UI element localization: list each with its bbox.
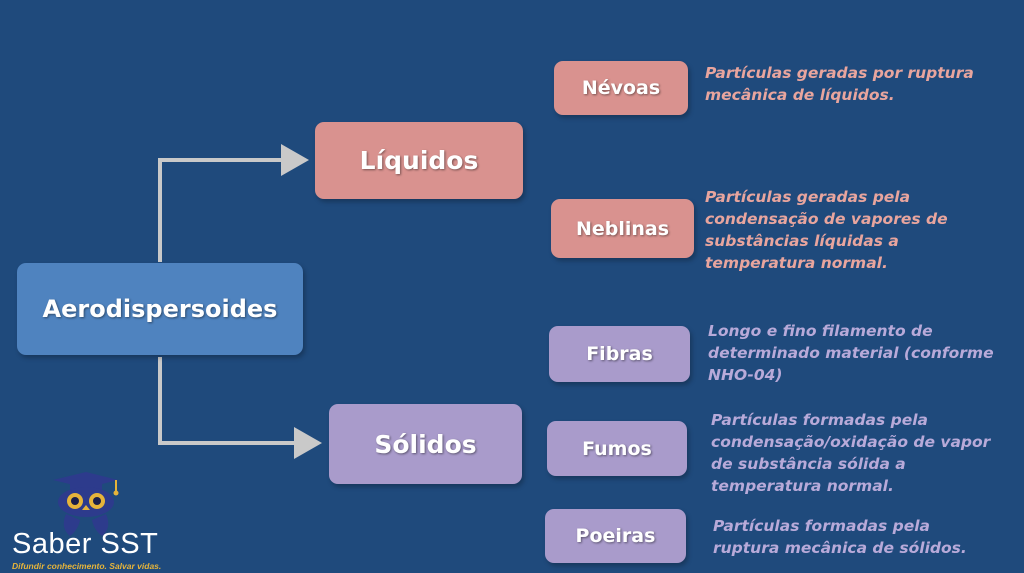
item-poeiras: Poeiras [545,509,686,563]
item-label: Fibras [586,343,653,365]
root-label: Aerodispersoides [42,295,278,323]
item-fibras: Fibras [549,326,690,382]
owl-logo-icon [53,472,119,536]
connector-root-solidos [158,357,322,459]
item-nevoas: Névoas [554,61,688,115]
category-solidos: Sólidos [329,404,522,484]
item-label: Fumos [582,437,652,460]
category-liquidos: Líquidos [315,122,523,199]
item-neblinas: Neblinas [551,199,694,258]
category-label: Sólidos [374,429,477,459]
logo-tagline: Difundir conhecimento. Salvar vidas. [12,561,162,571]
category-label: Líquidos [359,146,479,175]
item-label: Névoas [581,77,661,99]
item-label: Neblinas [575,217,670,240]
logo-name: Saber SST [12,528,159,560]
item-label: Poeiras [575,525,656,547]
description-fumos: Partículas formadas pela condensação/oxi… [711,411,991,495]
description-poeiras: Partículas formadas pela ruptura mecânic… [713,517,967,557]
description-neblinas: Partículas geradas pela condensação de v… [705,188,948,272]
connector-root-liquidos [158,144,309,262]
description-fibras: Longo e fino filamento de determinado ma… [708,322,994,384]
root-node: Aerodispersoides [17,263,303,355]
item-fumos: Fumos [547,421,687,476]
description-nevoas: Partículas geradas por ruptura mecânica … [705,64,974,104]
